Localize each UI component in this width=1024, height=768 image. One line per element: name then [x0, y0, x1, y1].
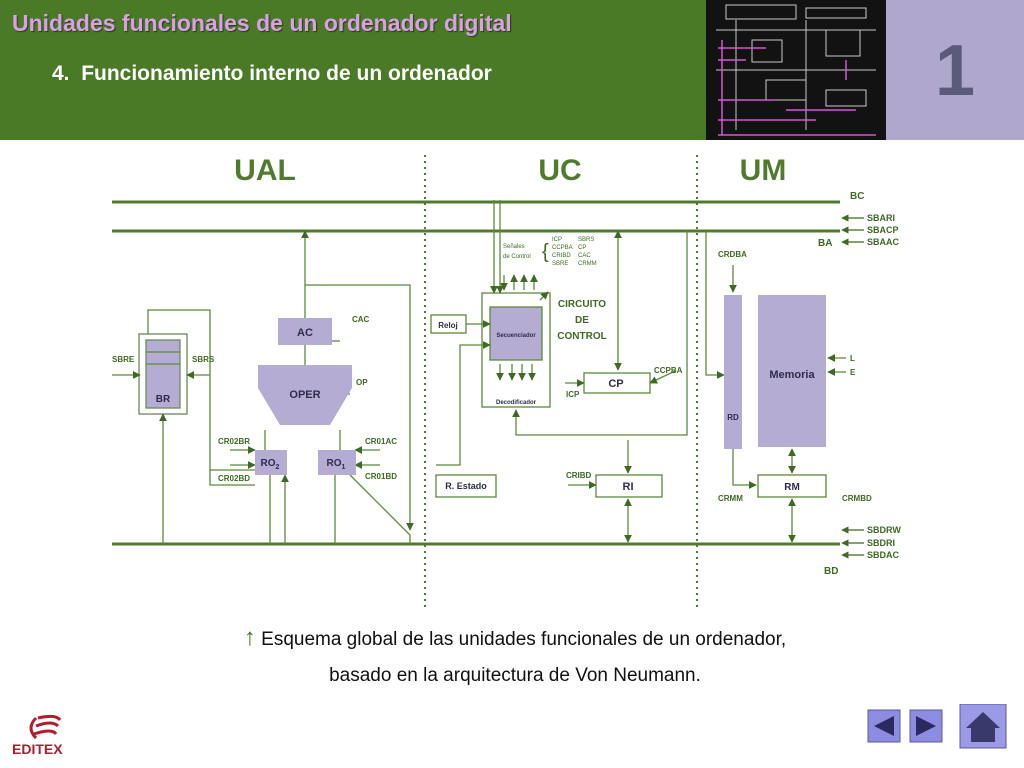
block-oper — [258, 365, 352, 425]
block-reloj: Reloj — [438, 321, 458, 330]
caption-text-1: Esquema global de las unidades funcional… — [261, 629, 787, 650]
block-memoria-label: Memoria — [769, 369, 815, 381]
signal-sbrs: SBRS — [192, 355, 215, 364]
caption-line-2: basado en la arquitectura de Von Neumann… — [329, 665, 701, 686]
von-neumann-diagram: UAL UC UM BC BA BD SBARI SBACP SBAAC SBD… — [112, 154, 901, 610]
header-banner: Unidades funcionales de un ordenador dig… — [0, 0, 1024, 140]
block-ro2-text: RO — [261, 458, 276, 469]
control-signal: CCPBA — [552, 245, 573, 251]
block-ro1 — [318, 450, 356, 475]
signal-cr02bd: CR02BD — [218, 474, 250, 483]
block-ro2-label: RO2 — [261, 458, 280, 471]
navigation-graphic — [867, 703, 1007, 749]
control-signal: CRIBD — [552, 253, 571, 259]
navigation-controls — [866, 703, 1016, 765]
signal-icp: ICP — [566, 390, 580, 399]
circuito-line-2: DE — [575, 315, 589, 326]
subtitle-text: Funcionamiento interno de un ordenador — [81, 62, 492, 85]
signal-crmbd: CRMBD — [842, 494, 872, 503]
signal-op: OP — [356, 378, 368, 387]
signal-cr01bd: CR01BD — [365, 472, 397, 481]
senales-line-1: Señales — [503, 244, 525, 250]
senales-line-2: de Control — [503, 254, 531, 260]
control-signal: SBRE — [552, 261, 568, 267]
arrow-left-icon[interactable] — [874, 716, 894, 736]
circuit-thumbnail-graphic — [706, 0, 886, 140]
block-r-estado: R. Estado — [445, 481, 487, 491]
block-ac — [278, 318, 332, 345]
signal-cr01ac: CR01AC — [365, 437, 397, 446]
block-memoria — [758, 295, 826, 447]
bus-label-bd: BD — [824, 566, 838, 577]
signal-cac: CAC — [352, 315, 370, 324]
block-ro1-label: RO1 — [327, 458, 346, 471]
next-slide-button[interactable] — [909, 709, 943, 743]
control-signal: SBRS — [578, 237, 594, 243]
signal-sbaac: SBAAC — [867, 237, 900, 247]
chapter-box: 1 — [886, 0, 1024, 140]
section-label-ual: UAL — [234, 154, 296, 187]
block-rd-label: RD — [727, 413, 739, 422]
control-signal: CRMM — [578, 261, 597, 267]
signal-crdba: CRDBA — [718, 250, 747, 259]
signal-sbdrw: SBDRW — [867, 525, 901, 535]
chapter-number: 1 — [934, 31, 976, 111]
control-signal: CP — [578, 245, 586, 251]
subtitle-number: 4. — [52, 62, 70, 85]
prev-slide-button[interactable] — [867, 709, 901, 743]
block-ro2-subscript: 2 — [276, 464, 280, 471]
figure-caption: ↑ Esquema global de las unidades funcion… — [120, 620, 910, 694]
block-ro1-subscript: 1 — [342, 464, 346, 471]
caption-line-1: ↑ Esquema global de las unidades funcion… — [120, 620, 910, 658]
section-label-uc: UC — [538, 154, 581, 187]
block-ri: RI — [623, 481, 634, 493]
signal-sbdac: SBDAC — [867, 550, 900, 560]
block-br-label: BR — [156, 394, 171, 405]
home-icon-body[interactable] — [971, 728, 995, 742]
signal-cr02br: CR02BR — [218, 437, 250, 446]
signal-crmm: CRMM — [718, 494, 743, 503]
arrow-right-icon[interactable] — [916, 716, 936, 736]
signal-l: L — [850, 354, 855, 363]
signal-cribd: CRIBD — [566, 471, 592, 480]
editex-logo: EDITEX — [12, 712, 82, 763]
signal-sbari: SBARI — [867, 213, 895, 223]
signal-ccpba: CCPBA — [654, 366, 683, 375]
signal-sbdri: SBDRI — [867, 538, 895, 548]
slide-title: Unidades funcionales de un ordenador dig… — [12, 10, 512, 36]
block-secuenciador: Secuenciador — [496, 333, 536, 339]
control-signal: ICP — [552, 237, 562, 243]
block-cp: CP — [608, 378, 623, 390]
home-button[interactable] — [959, 703, 1007, 749]
circuit-thumbnail-image — [706, 0, 886, 140]
caption-arrow-icon: ↑ — [243, 624, 256, 651]
block-rm-label: RM — [784, 482, 800, 493]
block-decodificador: Decodificador — [496, 400, 537, 406]
signal-sbacp: SBACP — [867, 225, 899, 235]
circuito-line-3: CONTROL — [557, 331, 606, 342]
slide-subtitle: 4. Funcionamiento interno de un ordenado… — [52, 62, 492, 86]
bus-label-bc: BC — [850, 191, 864, 202]
block-ac-label: AC — [297, 327, 313, 339]
signal-e: E — [850, 368, 856, 377]
block-oper-label: OPER — [289, 389, 320, 401]
bus-label-ba: BA — [818, 238, 832, 249]
control-signal: CAC — [578, 253, 591, 259]
circuito-line-1: CIRCUITO — [558, 299, 606, 310]
signal-sbre: SBRE — [112, 355, 135, 364]
section-label-um: UM — [740, 154, 787, 187]
editex-logo-graphic: EDITEX — [12, 714, 63, 757]
block-ro2 — [255, 450, 287, 475]
editex-logo-text: EDITEX — [12, 741, 63, 757]
signals-brace: { — [542, 241, 549, 263]
block-rd — [724, 295, 742, 449]
block-ro1-text: RO — [327, 458, 342, 469]
home-icon[interactable] — [966, 712, 1000, 728]
